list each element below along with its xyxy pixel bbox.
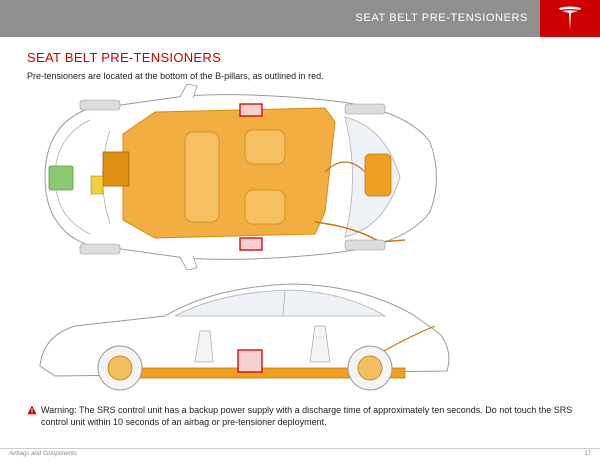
- wheel-front-left: [344, 103, 386, 115]
- header-title: SEAT BELT PRE-TENSIONERS: [355, 12, 528, 24]
- intro-text: Pre-tensioners are located at the bottom…: [27, 71, 324, 81]
- left-mirror: [179, 83, 198, 99]
- pretensioner-side-highlight: [237, 349, 263, 373]
- right-mirror: [179, 255, 198, 271]
- wheel-rear-left: [79, 99, 121, 111]
- front-seat-left: [244, 129, 286, 165]
- logo-box: [540, 0, 600, 37]
- wheel-front-right: [344, 239, 386, 251]
- pretensioner-top-highlight: [239, 103, 263, 117]
- side-view-diagram: [39, 283, 450, 391]
- wheel-rear-right: [79, 243, 121, 255]
- green-component: [48, 165, 74, 191]
- side-rear-seat: [194, 330, 214, 363]
- pretensioner-bottom-highlight: [239, 237, 263, 251]
- yellow-connector: [90, 175, 104, 195]
- section-title: SEAT BELT PRE-TENSIONERS: [27, 50, 222, 65]
- side-front-seat: [309, 325, 331, 363]
- rear-module: [102, 151, 130, 187]
- top-view-diagram: [44, 83, 437, 271]
- page-number: 17: [584, 451, 591, 457]
- warning-block: Warning: The SRS control unit has a back…: [27, 404, 582, 428]
- front-seat-right: [244, 189, 286, 225]
- header-bar: SEAT BELT PRE-TENSIONERS: [0, 0, 600, 37]
- rear-seat: [184, 131, 220, 223]
- footer-section-name: Airbags and Components: [9, 451, 77, 457]
- warning-text: Warning: The SRS control unit has a back…: [41, 405, 573, 427]
- tesla-logo-icon: [559, 6, 581, 30]
- front-motor: [364, 153, 392, 197]
- warning-triangle-icon: [27, 405, 37, 415]
- footer-divider: [0, 448, 600, 449]
- header-background: [0, 0, 540, 37]
- battery-pack: [122, 107, 336, 239]
